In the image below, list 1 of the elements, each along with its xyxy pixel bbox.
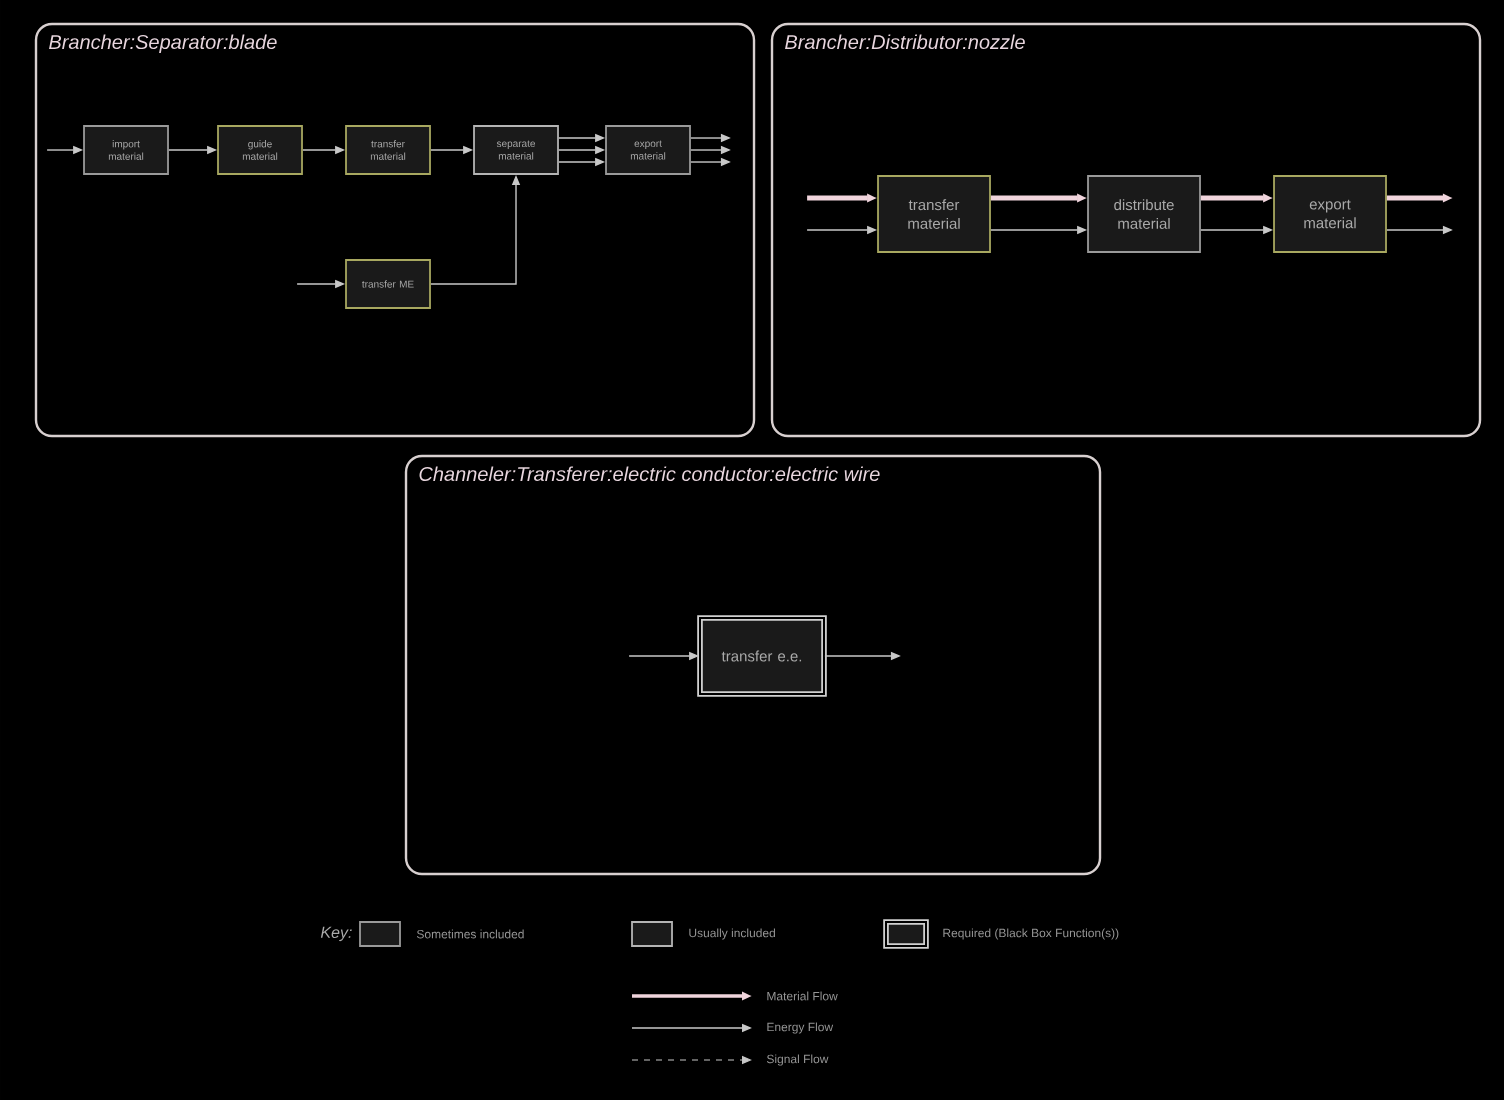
key-label: Key: bbox=[320, 926, 352, 942]
